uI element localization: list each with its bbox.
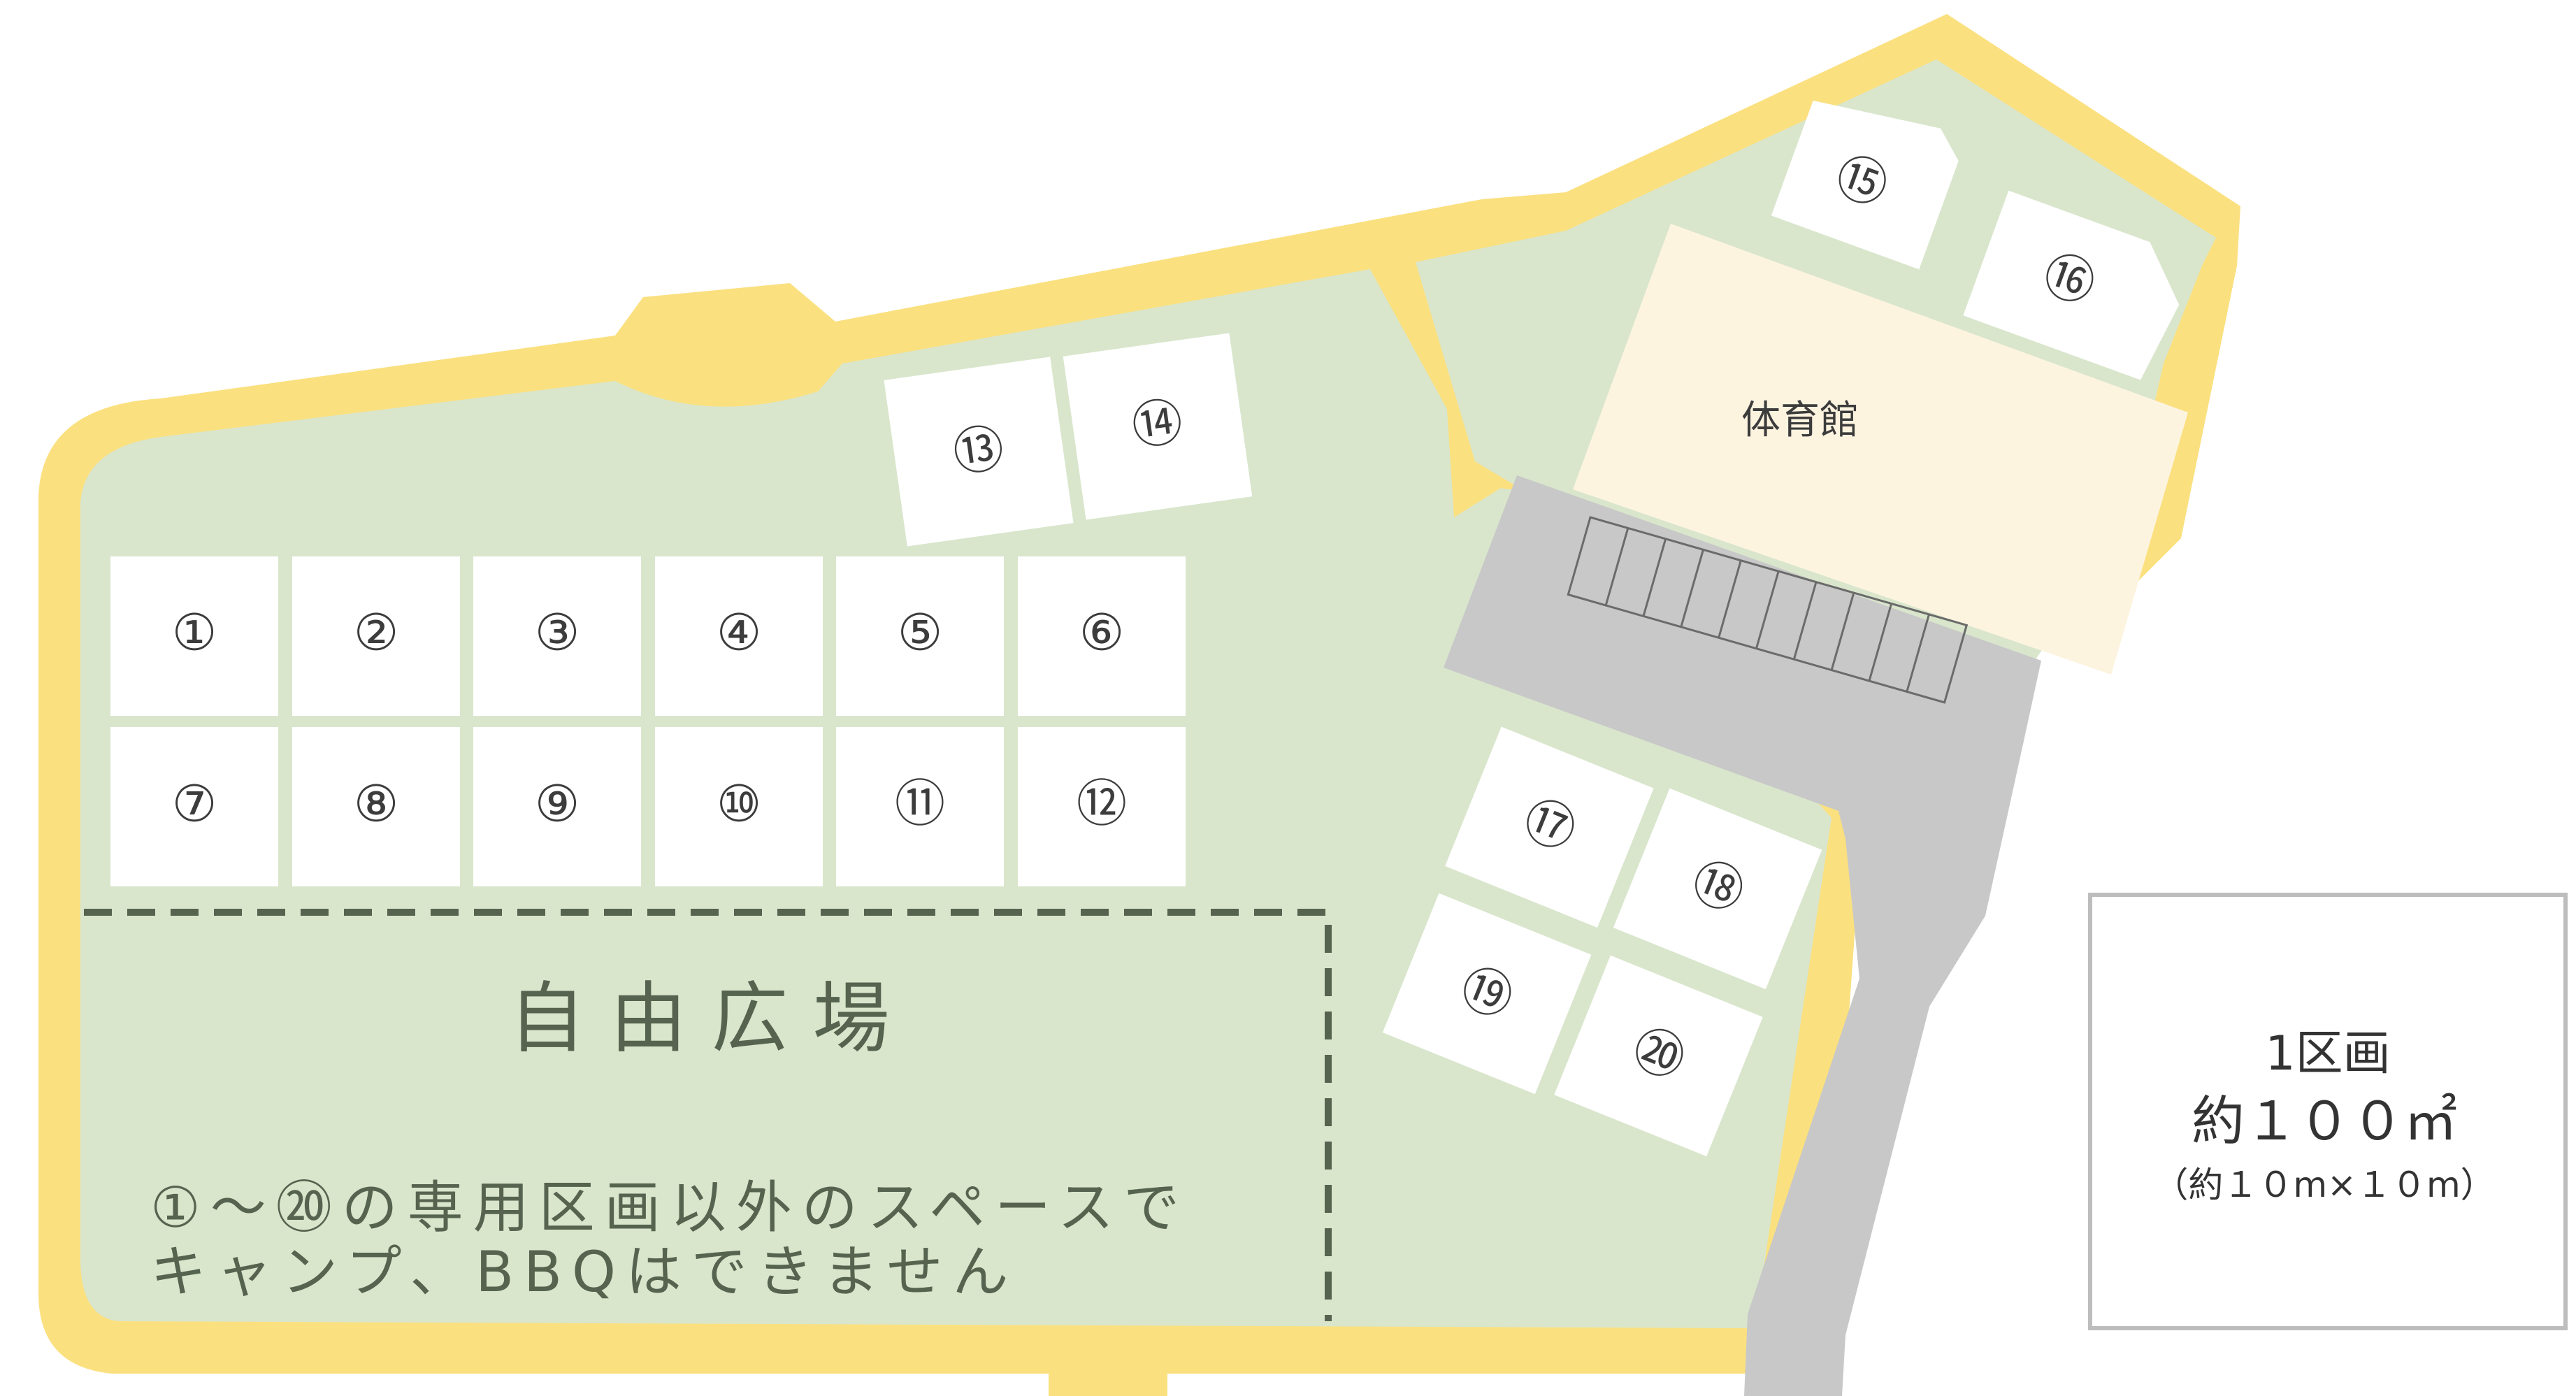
site-3: ③ bbox=[473, 556, 641, 716]
site-1: ① bbox=[110, 556, 278, 716]
svg-text:⑤: ⑤ bbox=[898, 603, 943, 662]
site-14: ⑭ bbox=[1063, 333, 1253, 520]
svg-text:⑪: ⑪ bbox=[895, 775, 945, 833]
svg-text:③: ③ bbox=[535, 603, 580, 662]
site-13: ⑬ bbox=[884, 357, 1074, 547]
svg-text:⑬: ⑬ bbox=[949, 418, 1007, 483]
yellow-strip bbox=[1370, 259, 1510, 517]
gym-building bbox=[1573, 224, 2188, 675]
svg-text:①: ① bbox=[172, 603, 217, 662]
parking-stalls bbox=[1567, 516, 1969, 704]
legend-line3: （約１０m×１０m） bbox=[2153, 1165, 2495, 1205]
svg-text:②: ② bbox=[354, 603, 399, 662]
site-12: ⑫ bbox=[1018, 727, 1186, 886]
site-9: ⑨ bbox=[473, 727, 641, 886]
gym-label: 体育館 bbox=[1741, 398, 1859, 443]
svg-text:⑭: ⑭ bbox=[1128, 391, 1186, 456]
road bbox=[1444, 475, 2041, 1396]
site-2: ② bbox=[292, 556, 460, 716]
svg-text:⑨: ⑨ bbox=[535, 775, 580, 833]
site-7: ⑦ bbox=[110, 727, 278, 886]
site-5: ⑤ bbox=[836, 556, 1004, 716]
svg-text:⑥: ⑥ bbox=[1079, 603, 1125, 662]
site-4: ④ bbox=[655, 556, 823, 716]
site-18: ⑱ bbox=[1613, 788, 1822, 990]
svg-text:⑫: ⑫ bbox=[1077, 775, 1127, 833]
legend-box: 1区画 約１００㎡ （約１０m×１０m） bbox=[2088, 893, 2568, 1330]
legend-line2: 約１００㎡ bbox=[2192, 1090, 2457, 1152]
svg-text:⑩: ⑩ bbox=[717, 775, 762, 833]
free-area-title: 自 由 広 場 bbox=[509, 974, 890, 1063]
svg-text:⑧: ⑧ bbox=[354, 775, 399, 833]
legend-line1: 1区画 bbox=[2265, 1026, 2390, 1081]
site-6: ⑥ bbox=[1018, 556, 1186, 716]
site-17: ⑰ bbox=[1445, 726, 1654, 928]
site-10: ⑩ bbox=[655, 727, 823, 886]
site-19: ⑲ bbox=[1382, 893, 1592, 1095]
free-area-boundary bbox=[84, 909, 1332, 1321]
free-area-notice-line1: ①～⑳の専用区画以外のスペースで bbox=[150, 1175, 1189, 1240]
site-15: ⑮ bbox=[1771, 100, 1959, 270]
site-11: ⑪ bbox=[836, 727, 1004, 886]
svg-text:⑦: ⑦ bbox=[172, 775, 217, 833]
site-8: ⑧ bbox=[292, 727, 460, 886]
free-area-notice-line2: キャンプ、BBQはできません bbox=[150, 1239, 1019, 1304]
site-20: ⑳ bbox=[1554, 955, 1763, 1157]
site-16: ⑯ bbox=[1963, 190, 2180, 380]
svg-text:④: ④ bbox=[717, 603, 762, 662]
